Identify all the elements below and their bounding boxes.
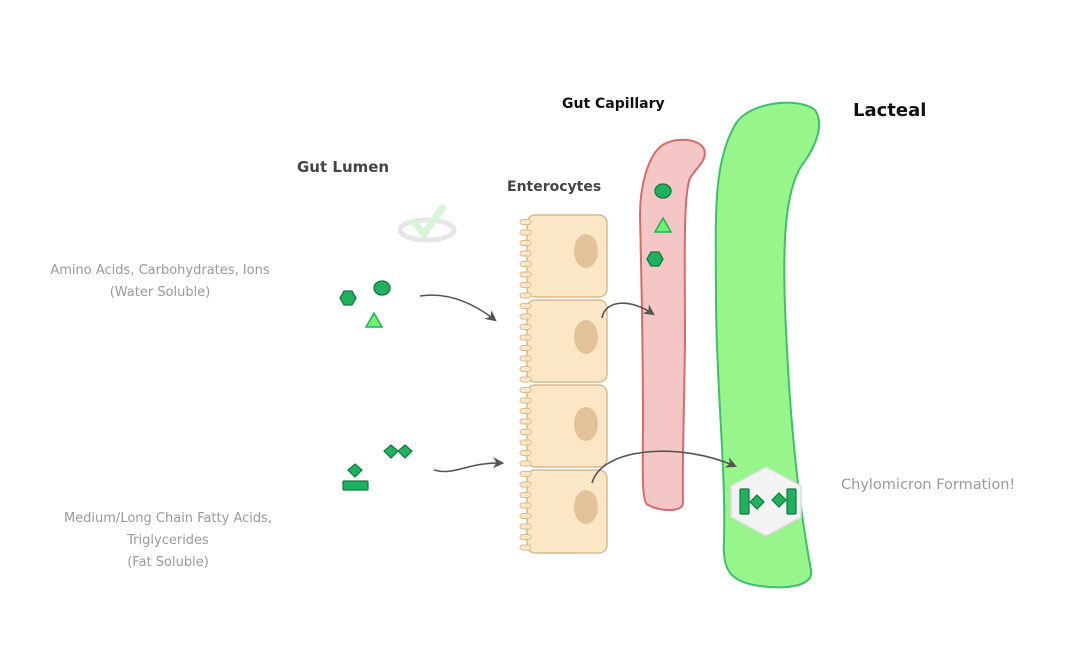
triangle-molecule-icon <box>364 311 384 328</box>
microvillus <box>519 513 532 519</box>
nucleus <box>574 407 598 441</box>
microvillus <box>519 303 532 309</box>
nucleus <box>574 234 598 268</box>
water-soluble-line-2: (Water Soluble) <box>109 285 211 300</box>
enterocyte-cell <box>526 384 608 468</box>
diamond-molecule-icon <box>397 444 413 459</box>
bar-molecule-icon <box>342 480 369 491</box>
microvillus <box>519 534 532 540</box>
microvillus <box>519 450 532 456</box>
fat-soluble-label: Medium/Long Chain Fatty Acids, Triglycer… <box>30 508 306 574</box>
microvillus <box>519 219 532 225</box>
microvillus <box>519 492 532 498</box>
microvillus <box>519 282 532 288</box>
diamond-molecule-icon <box>383 444 399 459</box>
microvillus <box>519 418 532 425</box>
enterocyte-column <box>519 214 608 554</box>
microvillus <box>519 408 532 414</box>
microvillus <box>519 397 532 404</box>
microvillus <box>519 271 532 278</box>
hexagon-molecule-icon <box>339 290 357 306</box>
microvillus <box>519 250 532 257</box>
fat-soluble-line-3: (Fat Soluble) <box>127 555 209 570</box>
nucleus <box>574 490 598 524</box>
microvillus <box>519 376 532 383</box>
microvillus <box>519 334 532 341</box>
lacteal-label: Lacteal <box>853 100 927 121</box>
water-soluble-line-1: Amino Acids, Carbohydrates, Ions <box>50 263 270 278</box>
absorption-check-icon <box>397 204 457 243</box>
microvillus <box>519 460 532 467</box>
fat-soluble-line-1: Medium/Long Chain Fatty Acids, <box>63 511 273 526</box>
chylomicron-formation-label: Chylomicron Formation! <box>841 477 1016 493</box>
triangle-molecule-icon <box>653 216 673 233</box>
microvillus <box>519 471 532 477</box>
microvillus <box>519 313 532 320</box>
arrow-enterocyte-to-capillary <box>601 302 655 319</box>
microvillus <box>519 523 532 530</box>
microvillus <box>519 481 532 488</box>
microvillus <box>519 366 532 372</box>
microvillus <box>519 345 532 351</box>
microvillus <box>519 429 532 435</box>
microvillus <box>519 355 532 362</box>
enterocyte-cell <box>526 469 608 554</box>
microvillus <box>519 261 532 267</box>
diamond-molecule-icon <box>347 463 363 478</box>
microvillus <box>519 439 532 446</box>
microvilli <box>519 219 532 551</box>
enterocyte-cell <box>526 299 608 383</box>
fat-soluble-line-2: Triglycerides <box>127 533 209 548</box>
arrow-lumen-to-enterocyte-water <box>419 294 497 322</box>
microvillus <box>519 240 532 246</box>
enterocytes-label: Enterocytes <box>507 179 602 195</box>
microvillus <box>519 292 532 299</box>
microvillus <box>519 544 532 551</box>
enterocyte-cell <box>526 214 608 298</box>
water-soluble-label: Amino Acids, Carbohydrates, Ions (Water … <box>20 260 300 304</box>
circle-molecule-icon <box>654 183 672 199</box>
gut-lumen-label: Gut Lumen <box>297 158 390 176</box>
arrow-enterocyte-to-lacteal <box>591 450 738 484</box>
microvillus <box>519 324 532 330</box>
circle-molecule-icon <box>373 280 391 296</box>
lacteal-vessel <box>714 101 820 589</box>
nucleus <box>574 320 598 354</box>
arrow-lumen-to-enterocyte-fat <box>433 457 505 473</box>
gut-capillary-label: Gut Capillary <box>562 96 665 112</box>
chylomicron-hexagon-icon <box>730 466 802 537</box>
microvillus <box>519 502 532 509</box>
microvillus <box>519 229 532 236</box>
hexagon-molecule-icon <box>646 251 664 267</box>
microvillus <box>519 387 532 393</box>
